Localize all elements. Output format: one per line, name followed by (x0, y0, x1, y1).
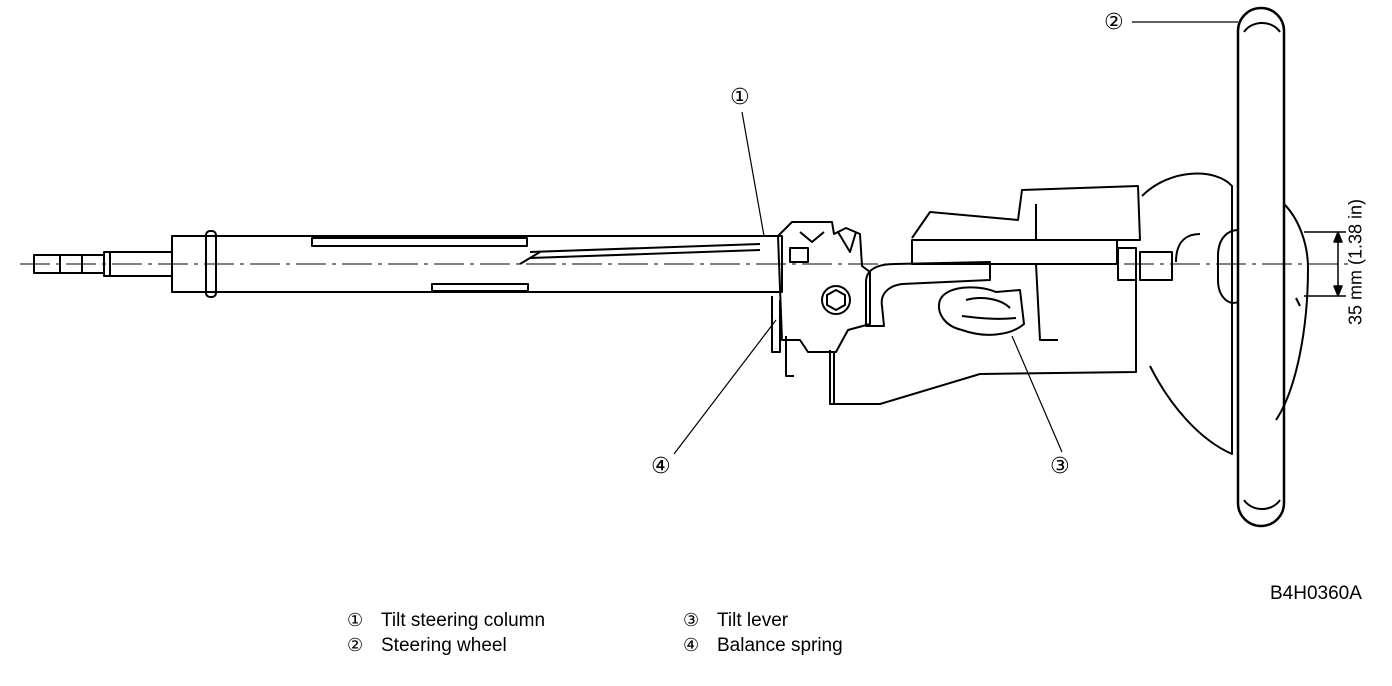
legend-item: ④ Balance spring (683, 635, 843, 657)
legend-item: ③ Tilt lever (683, 610, 788, 632)
callout-1: ① (730, 85, 750, 110)
callout-4: ④ (651, 454, 671, 479)
legend-item: ② Steering wheel (347, 635, 507, 657)
legend-number: ③ (683, 610, 700, 631)
legend-label: Tilt lever (717, 610, 789, 631)
figure-code: B4H0360A (1270, 583, 1362, 604)
column-tube (171, 230, 783, 298)
legend-number: ② (347, 635, 364, 656)
dimension-marker (1304, 231, 1346, 297)
legend-number: ④ (683, 635, 700, 656)
legend-label: Steering wheel (381, 635, 507, 656)
callout-2: ② (1104, 10, 1124, 35)
legend-label: Balance spring (717, 635, 843, 656)
legend-number: ① (347, 610, 364, 631)
legend-item: ① Tilt steering column (347, 610, 545, 632)
tilt-lever (865, 261, 1025, 336)
dimension-label: 35 mm (1.38 in) (1345, 198, 1366, 326)
tilt-bracket (771, 221, 871, 405)
callout-3: ③ (1050, 454, 1070, 479)
steering-wheel-rim (1236, 6, 1286, 528)
upper-housing (833, 185, 1173, 405)
legend-label: Tilt steering column (381, 610, 546, 631)
leader-lines (673, 21, 1238, 455)
